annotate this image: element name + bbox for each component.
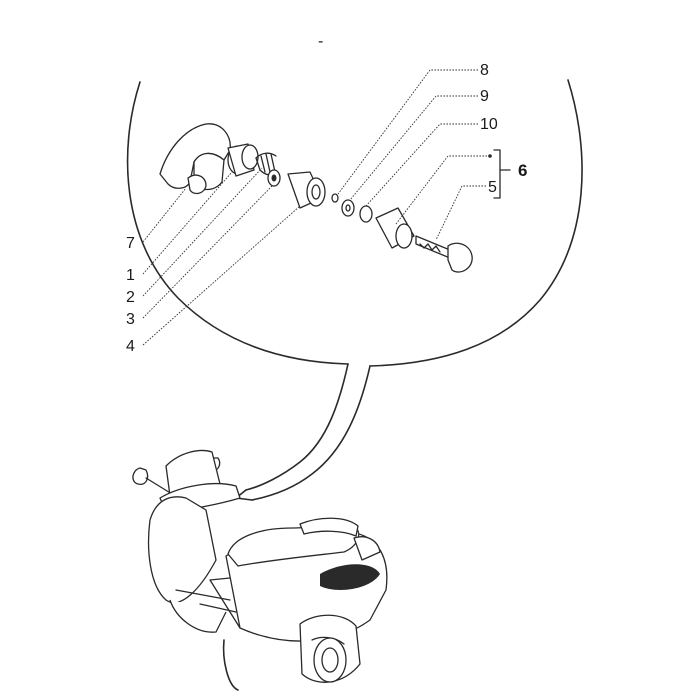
- callout-labels: 7 1 2 3 4 8 9 10 5 6: [126, 62, 527, 355]
- callout-9: 9: [480, 88, 489, 105]
- callout-4: 4: [126, 338, 135, 355]
- part-8-ring: [331, 193, 339, 203]
- callout-7: 7: [126, 235, 135, 252]
- part-4-barrel-housing: [287, 171, 326, 209]
- part-7-lock-housing: [159, 123, 231, 195]
- callout-5: 5: [488, 179, 497, 196]
- top-mark: -: [318, 33, 323, 50]
- part-1-cylinder: [227, 143, 259, 177]
- callout-6: 6: [518, 161, 527, 180]
- part-6-lock-barrel: [375, 207, 415, 249]
- scooter-illustration: [132, 449, 388, 691]
- part-3-bushing: [267, 169, 281, 187]
- detail-magnifier-outline: [126, 79, 583, 501]
- part-9-washer: [341, 199, 355, 217]
- callout-10: 10: [480, 116, 498, 133]
- callout-8: 8: [480, 62, 489, 79]
- callout-1: 1: [126, 267, 135, 284]
- part-5-key: [415, 235, 473, 273]
- leader-lines: [142, 69, 511, 346]
- callout-3: 3: [126, 311, 135, 328]
- callout-2: 2: [126, 289, 135, 306]
- part-10-washer: [359, 205, 373, 223]
